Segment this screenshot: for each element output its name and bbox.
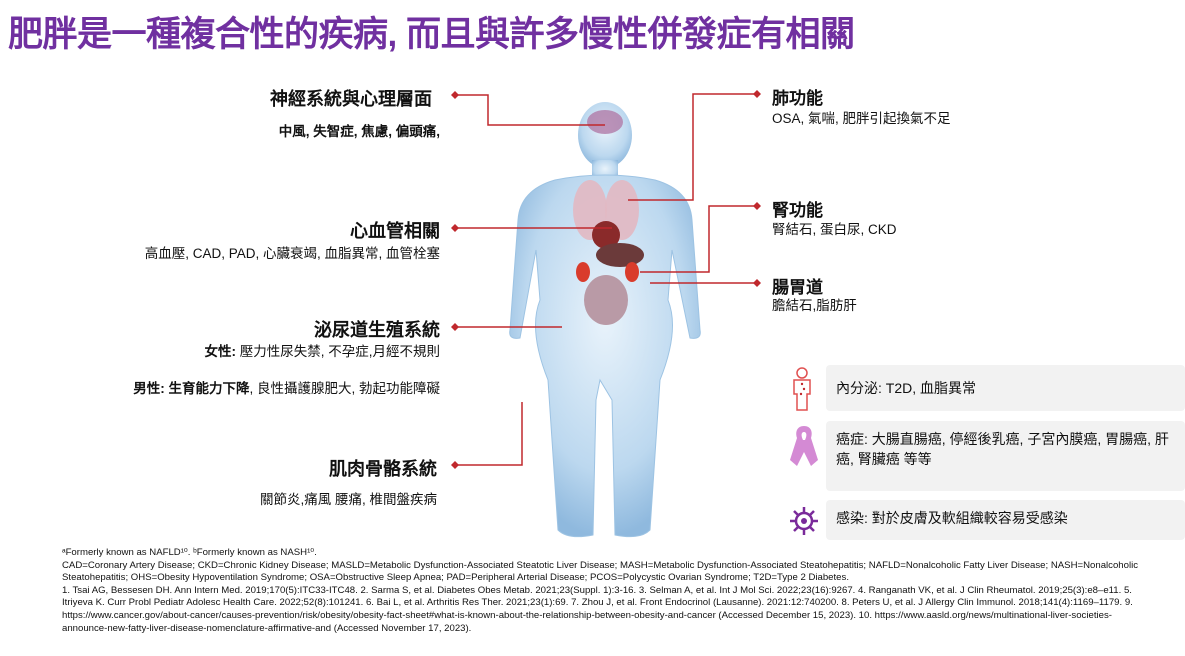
human-body-figure (509, 102, 701, 538)
uro-female: 女性: 壓力性尿失禁, 不孕症,月經不規則 (204, 344, 440, 359)
kidney-detail: 腎結石, 蛋白尿, CKD (772, 222, 897, 237)
neuro-title: 神經系統與心理層面 (270, 89, 432, 109)
intestines (584, 275, 628, 325)
footnote-line: Itriyeva K. Curr Probl Pediatr Adolesc H… (62, 597, 1133, 609)
musculo-detail: 關節炎,痛風 腰痛, 椎間盤疾病 (259, 492, 437, 507)
connector-lines (455, 93, 757, 466)
uro-title: 泌尿道生殖系統 (314, 320, 440, 340)
lung-title: 肺功能 (772, 89, 823, 108)
lung-detail: OSA, 氣喘, 肥胖引起換氣不足 (772, 111, 951, 126)
neuro-detail: 中風, 失智症, 焦慮, 偏頭痛, (278, 124, 440, 139)
endocrine-box: 內分泌: T2D, 血脂異常 (826, 365, 1185, 411)
footnote-line: https://www.cancer.gov/about-cancer/caus… (62, 609, 1112, 621)
footnote-line: Steatohepatitis; OHS=Obesity Hypoventila… (62, 572, 849, 584)
cancer-box: 癌症: 大腸直腸癌, 停經後乳癌, 子宮內膜癌, 胃腸癌, 肝癌, 腎臟癌 等等 (826, 421, 1185, 491)
kidney (576, 262, 590, 282)
diamond-markers (451, 90, 761, 469)
musculo-title: 肌肉骨骼系統 (329, 459, 437, 479)
gi-detail: 膽結石,脂肪肝 (772, 298, 857, 313)
footnote-line: CAD=Coronary Artery Disease; CKD=Chronic… (62, 559, 1139, 571)
virus-icon (790, 507, 818, 535)
footnote-line: 1. Tsai AG, Bessesen DH. Ann Intern Med.… (62, 584, 1132, 596)
infection-box: 感染: 對於皮膚及軟組織較容易受感染 (826, 500, 1185, 540)
cardio-title: 心血管相關 (350, 221, 440, 241)
kidney-title: 腎功能 (772, 201, 823, 220)
footnote-line: announce-new-fatty-liver-disease-nomencl… (62, 622, 472, 634)
cardio-detail: 高血壓, CAD, PAD, 心臟衰竭, 血脂異常, 血管栓塞 (144, 246, 440, 261)
body-endocrine-icon (793, 367, 811, 411)
liver (596, 243, 644, 267)
uro-male: 男性: 生育能力下降, 良性攝護腺肥大, 勃起功能障礙 (133, 381, 440, 396)
gi-title: 腸胃道 (772, 278, 823, 297)
slide-title: 肥胖是一種複合性的疾病, 而且與許多慢性併發症有相關 (8, 15, 855, 54)
cancer-ribbon-icon (790, 426, 818, 466)
footnotes: ᵃFormerly known as NAFLD¹⁰. ᵇFormerly kn… (62, 547, 1172, 635)
footnote-line: ᵃFormerly known as NAFLD¹⁰. ᵇFormerly kn… (62, 547, 317, 558)
brain (587, 110, 623, 134)
